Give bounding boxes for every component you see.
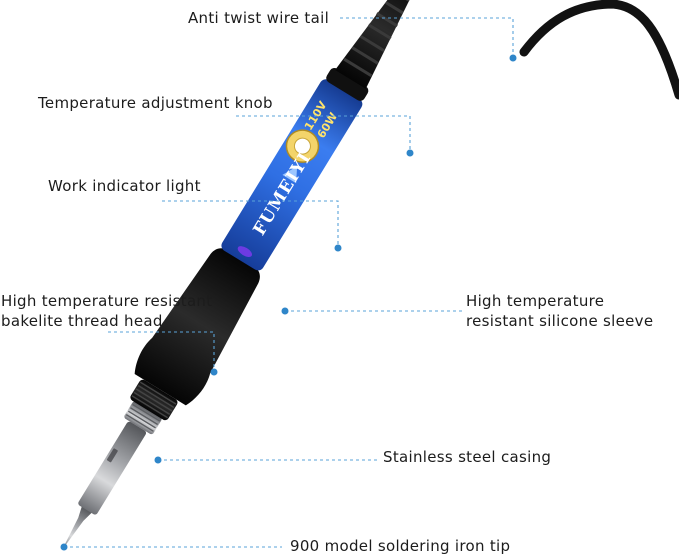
label-sleeve-line1: High temperature <box>466 292 605 310</box>
leader-indicator <box>162 200 339 248</box>
label-sleeve: High temperature resistant silicone slee… <box>466 291 653 331</box>
label-thread-head: High temperature resistant bakelite thre… <box>1 291 212 331</box>
dot-knob <box>406 149 414 157</box>
dot-thread-head <box>210 368 218 376</box>
label-thread-head-line1: High temperature resistant <box>1 292 213 310</box>
dot-sleeve <box>281 307 289 315</box>
leader-thread-head <box>108 331 215 372</box>
dot-tip <box>60 543 68 551</box>
silicone-sleeve-shape <box>134 248 260 406</box>
leader-knob <box>236 115 411 153</box>
label-indicator: Work indicator light <box>48 177 201 195</box>
label-sleeve-line2: resistant silicone sleeve <box>466 312 654 330</box>
label-casing: Stainless steel casing <box>383 448 552 466</box>
label-tip: 900 model soldering iron tip <box>290 537 511 555</box>
label-thread-head-line2: bakelite thread head <box>1 312 163 330</box>
dot-indicator <box>334 244 342 252</box>
wire-tail-shape <box>335 0 416 89</box>
tip-shape <box>62 505 93 550</box>
dot-wire-tail <box>509 54 517 62</box>
indicator-light-shape <box>237 246 253 257</box>
steel-casing-shape <box>78 421 147 515</box>
label-knob: Temperature adjustment knob <box>38 94 273 112</box>
label-wire-tail: Anti twist wire tail <box>188 9 330 27</box>
power-cable <box>519 0 679 100</box>
dot-casing <box>154 456 162 464</box>
leader-wire-tail <box>340 17 514 58</box>
